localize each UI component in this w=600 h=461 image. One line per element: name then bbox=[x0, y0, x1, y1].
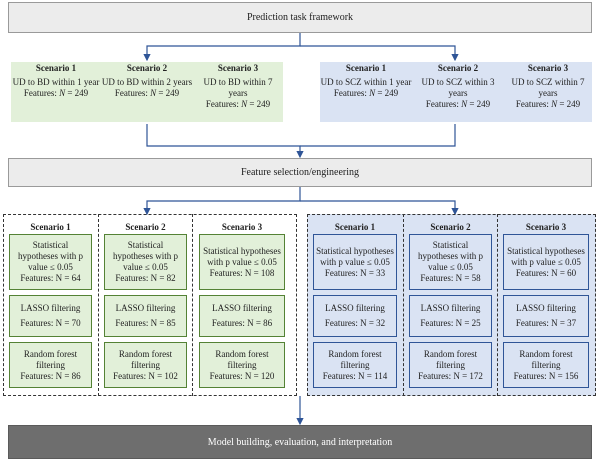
bd-selection-scenario-2: Scenario 2 Statistical hypotheses with p… bbox=[104, 222, 187, 388]
bd-scenario-1: Scenario 1 UD to BD within 1 year Featur… bbox=[11, 63, 101, 99]
bd-feature-panel bbox=[3, 214, 297, 396]
scenario-features: Features: N = 249 bbox=[205, 99, 271, 109]
divider bbox=[497, 214, 498, 396]
scenario-label: Scenario 3 bbox=[525, 222, 567, 232]
scenario-label: Scenario 3 bbox=[221, 222, 263, 232]
stat-hypotheses-box: Statistical hypotheses with p value ≤ 0.… bbox=[104, 234, 187, 290]
scenario-label: Scenario 2 bbox=[430, 222, 471, 232]
scenario-text: UD to BD within 1 year bbox=[12, 77, 100, 87]
random-forest-box: Random forest filtering Features: N = 17… bbox=[409, 342, 492, 388]
divider bbox=[403, 214, 404, 396]
scenario-text: UD to SCZ within 7 years bbox=[511, 77, 585, 98]
bd-selection-scenario-1: Scenario 1 Statistical hypotheses with p… bbox=[9, 222, 92, 388]
scenario-text: UD to SCZ within 3 years bbox=[421, 77, 495, 98]
lasso-box: LASSO filtering Features: N = 25 bbox=[409, 295, 492, 337]
random-forest-box: Random forest filtering Features: N = 12… bbox=[199, 342, 285, 388]
random-forest-box: Random forest filtering Features: N = 10… bbox=[104, 342, 187, 388]
bd-scenario-3: Scenario 3 UD to BD within 7 years Featu… bbox=[193, 63, 283, 110]
scenario-label: Scenario 1 bbox=[35, 63, 77, 73]
stat-hypotheses-box: Statistical hypotheses with p value ≤ 0.… bbox=[503, 234, 589, 290]
model-building-banner: Model building, evaluation, and interpre… bbox=[8, 425, 592, 459]
lasso-box: LASSO filtering Features: N = 86 bbox=[199, 295, 285, 337]
scz-scenario-2: Scenario 2 UD to SCZ within 3 years Feat… bbox=[412, 63, 504, 110]
scz-selection-scenario-3: Scenario 3 Statistical hypotheses with p… bbox=[503, 222, 589, 388]
feature-selection-title: Feature selection/engineering bbox=[240, 167, 359, 178]
stat-hypotheses-box: Statistical hypotheses with p value ≤ 0.… bbox=[199, 234, 285, 290]
scenario-features: Features: N = 249 bbox=[425, 99, 491, 109]
scz-scenario-3: Scenario 3 UD to SCZ within 7 years Feat… bbox=[504, 63, 592, 110]
bd-scenarios-group bbox=[11, 62, 283, 122]
scenario-label: Scenario 2 bbox=[437, 63, 479, 73]
scz-scenarios-group bbox=[320, 62, 592, 122]
stat-hypotheses-box: Statistical hypotheses with p value ≤ 0.… bbox=[313, 234, 397, 290]
scenario-text: UD to BD within 7 years bbox=[203, 77, 273, 98]
scenario-label: Scenario 1 bbox=[30, 222, 71, 232]
scz-scenario-1: Scenario 1 UD to SCZ within 1 year Featu… bbox=[320, 63, 412, 99]
scenario-label: Scenario 1 bbox=[334, 222, 376, 232]
scenario-label: Scenario 1 bbox=[345, 63, 387, 73]
framework-title: Prediction task framework bbox=[246, 12, 354, 23]
divider bbox=[192, 214, 193, 396]
scenario-features: Features: N = 249 bbox=[23, 88, 89, 98]
bd-scenario-2: Scenario 2 UD to BD within 2 years Featu… bbox=[101, 63, 193, 99]
scenario-text: UD to SCZ within 1 year bbox=[320, 77, 412, 87]
lasso-box: LASSO filtering Features: N = 70 bbox=[9, 295, 92, 337]
feature-selection-banner: Feature selection/engineering bbox=[8, 158, 592, 187]
scz-selection-scenario-1: Scenario 1 Statistical hypotheses with p… bbox=[313, 222, 397, 388]
scenario-features: Features: N = 249 bbox=[515, 99, 581, 109]
model-building-title: Model building, evaluation, and interpre… bbox=[207, 436, 393, 448]
scenario-features: Features: N = 249 bbox=[333, 88, 399, 98]
bd-selection-scenario-3: Scenario 3 Statistical hypotheses with p… bbox=[199, 222, 285, 388]
scenario-label: Scenario 3 bbox=[217, 63, 259, 73]
stat-hypotheses-box: Statistical hypotheses with p value ≤ 0.… bbox=[9, 234, 92, 290]
scenario-label: Scenario 2 bbox=[125, 222, 166, 232]
lasso-box: LASSO filtering Features: N = 37 bbox=[503, 295, 589, 337]
stat-hypotheses-box: Statistical hypotheses with p value ≤ 0.… bbox=[409, 234, 492, 290]
random-forest-box: Random forest filtering Features: N = 15… bbox=[503, 342, 589, 388]
scenario-label: Scenario 3 bbox=[527, 63, 569, 73]
scz-selection-scenario-2: Scenario 2 Statistical hypotheses with p… bbox=[409, 222, 492, 388]
divider bbox=[98, 214, 99, 396]
lasso-box: LASSO filtering Features: N = 32 bbox=[313, 295, 397, 337]
random-forest-box: Random forest filtering Features: N = 11… bbox=[313, 342, 397, 388]
scenario-label: Scenario 2 bbox=[126, 63, 168, 73]
lasso-box: LASSO filtering Features: N = 85 bbox=[104, 295, 187, 337]
scenario-features: Features: N = 249 bbox=[114, 88, 180, 98]
random-forest-box: Random forest filtering Features: N = 86 bbox=[9, 342, 92, 388]
framework-title-banner: Prediction task framework bbox=[8, 2, 592, 33]
scenario-text: UD to BD within 2 years bbox=[101, 77, 193, 87]
